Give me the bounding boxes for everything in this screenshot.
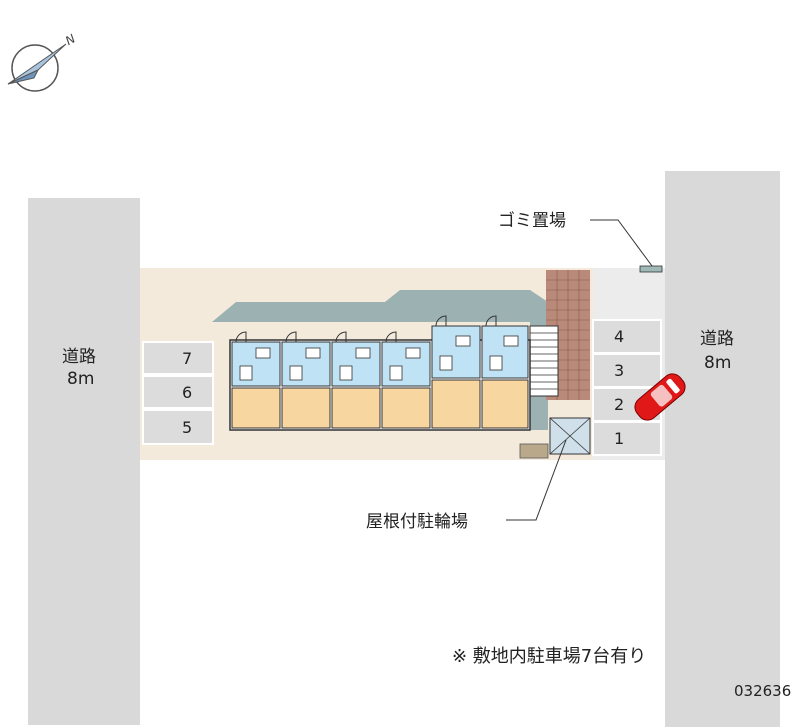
- north-label: N: [63, 31, 78, 48]
- bicycle-leader: [506, 439, 567, 521]
- parking-slot-3: 3: [614, 361, 624, 380]
- road-right: [665, 171, 780, 727]
- parking-right: 4 3 2 1: [592, 319, 662, 456]
- parking-note: ※ 敷地内駐車場7台有り: [452, 646, 646, 667]
- road-left: [28, 198, 140, 725]
- parking-slot-1: 1: [614, 429, 624, 448]
- road-right-width: 8m: [704, 353, 731, 373]
- garbage-leader: [590, 219, 656, 271]
- parking-slot-6: 6: [182, 383, 192, 402]
- bicycle-rack: [519, 443, 549, 459]
- compass-icon: N: [7, 31, 78, 92]
- parking-slot-4: 4: [614, 327, 624, 346]
- car-icon: [634, 373, 686, 421]
- apartment-building: [229, 315, 531, 431]
- road-left-name: 道路: [62, 347, 96, 367]
- building-shadow: [212, 290, 548, 430]
- parking-slot-7: 7: [182, 349, 192, 368]
- parking-slot-5: 5: [182, 418, 192, 437]
- road-left-width: 8m: [67, 369, 94, 389]
- garbage-label: ゴミ置場: [498, 210, 566, 231]
- bicycle-label: 屋根付駐輪場: [366, 512, 468, 532]
- property-code: 032636: [734, 682, 791, 700]
- parking-left: 7 6 5: [142, 341, 214, 445]
- road-right-name: 道路: [700, 329, 734, 349]
- parking-slot-2: 2: [614, 395, 624, 414]
